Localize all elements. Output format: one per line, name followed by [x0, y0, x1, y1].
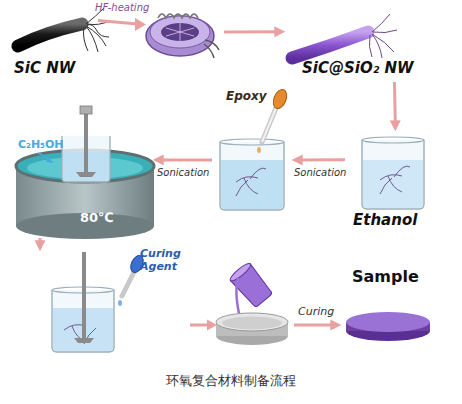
furnace-mesh [166, 23, 194, 41]
dish-top [216, 313, 288, 331]
flow-arrow [393, 82, 397, 128]
stirrer-blade [76, 172, 96, 177]
node-label: Epoxy [226, 90, 267, 104]
fiber [380, 166, 410, 194]
beaker [220, 142, 284, 210]
fiber [369, 35, 372, 57]
node-label: Curing Agent [140, 248, 190, 273]
stirrer-rod [84, 112, 88, 172]
node-label: Ethanol [353, 212, 417, 229]
cup-rim [228, 261, 252, 283]
fiber [87, 25, 109, 37]
nanowire-fibers [84, 8, 110, 52]
pour-stream [236, 278, 240, 318]
arrow-head [135, 18, 146, 31]
mesh-line [180, 23, 181, 41]
process-step: Ethanol [345, 128, 440, 234]
fiber [236, 168, 266, 196]
beaker [362, 140, 424, 209]
edge-label: Sonication [294, 167, 346, 178]
beaker-liquid [363, 160, 423, 208]
dropper-tube [262, 108, 276, 142]
fiber [372, 34, 394, 52]
stirrer-rod [82, 252, 86, 338]
figure-caption: 环氧复合材料制备流程 [0, 372, 462, 390]
flow-arrow [190, 324, 338, 327]
edge-label: Curing [298, 305, 334, 318]
dispersed-fibers [236, 168, 266, 196]
beaker-rim [362, 137, 424, 143]
furnace-chamber [161, 23, 199, 41]
node-label: SiC NW [14, 60, 75, 77]
edge-label: Sonication [157, 167, 209, 178]
heater-wires [204, 40, 219, 58]
dropper-bulb [271, 87, 290, 110]
fiber [87, 21, 109, 25]
node-label: 80℃ [80, 211, 114, 226]
fiber [372, 14, 390, 32]
stirrer-motor [80, 106, 92, 114]
material-stage: Sample [338, 268, 438, 344]
dispersed-fibers [380, 166, 410, 194]
arrow-head [207, 320, 217, 331]
fiber [373, 30, 397, 33]
edge-label: HF-heating [95, 2, 149, 13]
drop [257, 147, 261, 153]
dropper-tube-shine [262, 108, 276, 142]
flow-arrow [38, 238, 41, 248]
flow-arrow [156, 158, 212, 161]
process-step: Curing Agent [30, 248, 190, 356]
heating-coil [158, 14, 198, 18]
node-label: Sample [352, 268, 419, 286]
sample-top [346, 312, 430, 332]
furnace-body [146, 16, 214, 56]
process-step: C₂H₅OH 80℃ [8, 128, 156, 238]
material-stage: SiC@SiO₂ NW [282, 8, 407, 82]
fiber [84, 27, 89, 51]
sic-nanowire-rod [18, 24, 82, 46]
drop [118, 300, 122, 306]
nanowire-fibers [369, 14, 397, 58]
coated-nanowire-rod [292, 32, 368, 58]
node-label: SiC@SiO₂ NW [302, 60, 414, 77]
fiber [64, 325, 96, 344]
beaker-rim [220, 139, 284, 145]
flow-arrow [98, 21, 282, 32]
pointer-head [46, 157, 54, 163]
material-stage: SiC NW [8, 8, 98, 82]
flow-arrow [295, 158, 345, 161]
pouring-cup [228, 261, 274, 309]
dropper-tube [122, 272, 134, 296]
node-label: C₂H₅OH [18, 139, 63, 152]
stirrer-blade [74, 338, 94, 343]
furnace-top [150, 16, 210, 48]
dish-inner [222, 317, 282, 330]
process-step: Epoxy [212, 88, 295, 213]
beaker-liquid [221, 160, 283, 209]
dispersed-fibers [64, 325, 96, 344]
